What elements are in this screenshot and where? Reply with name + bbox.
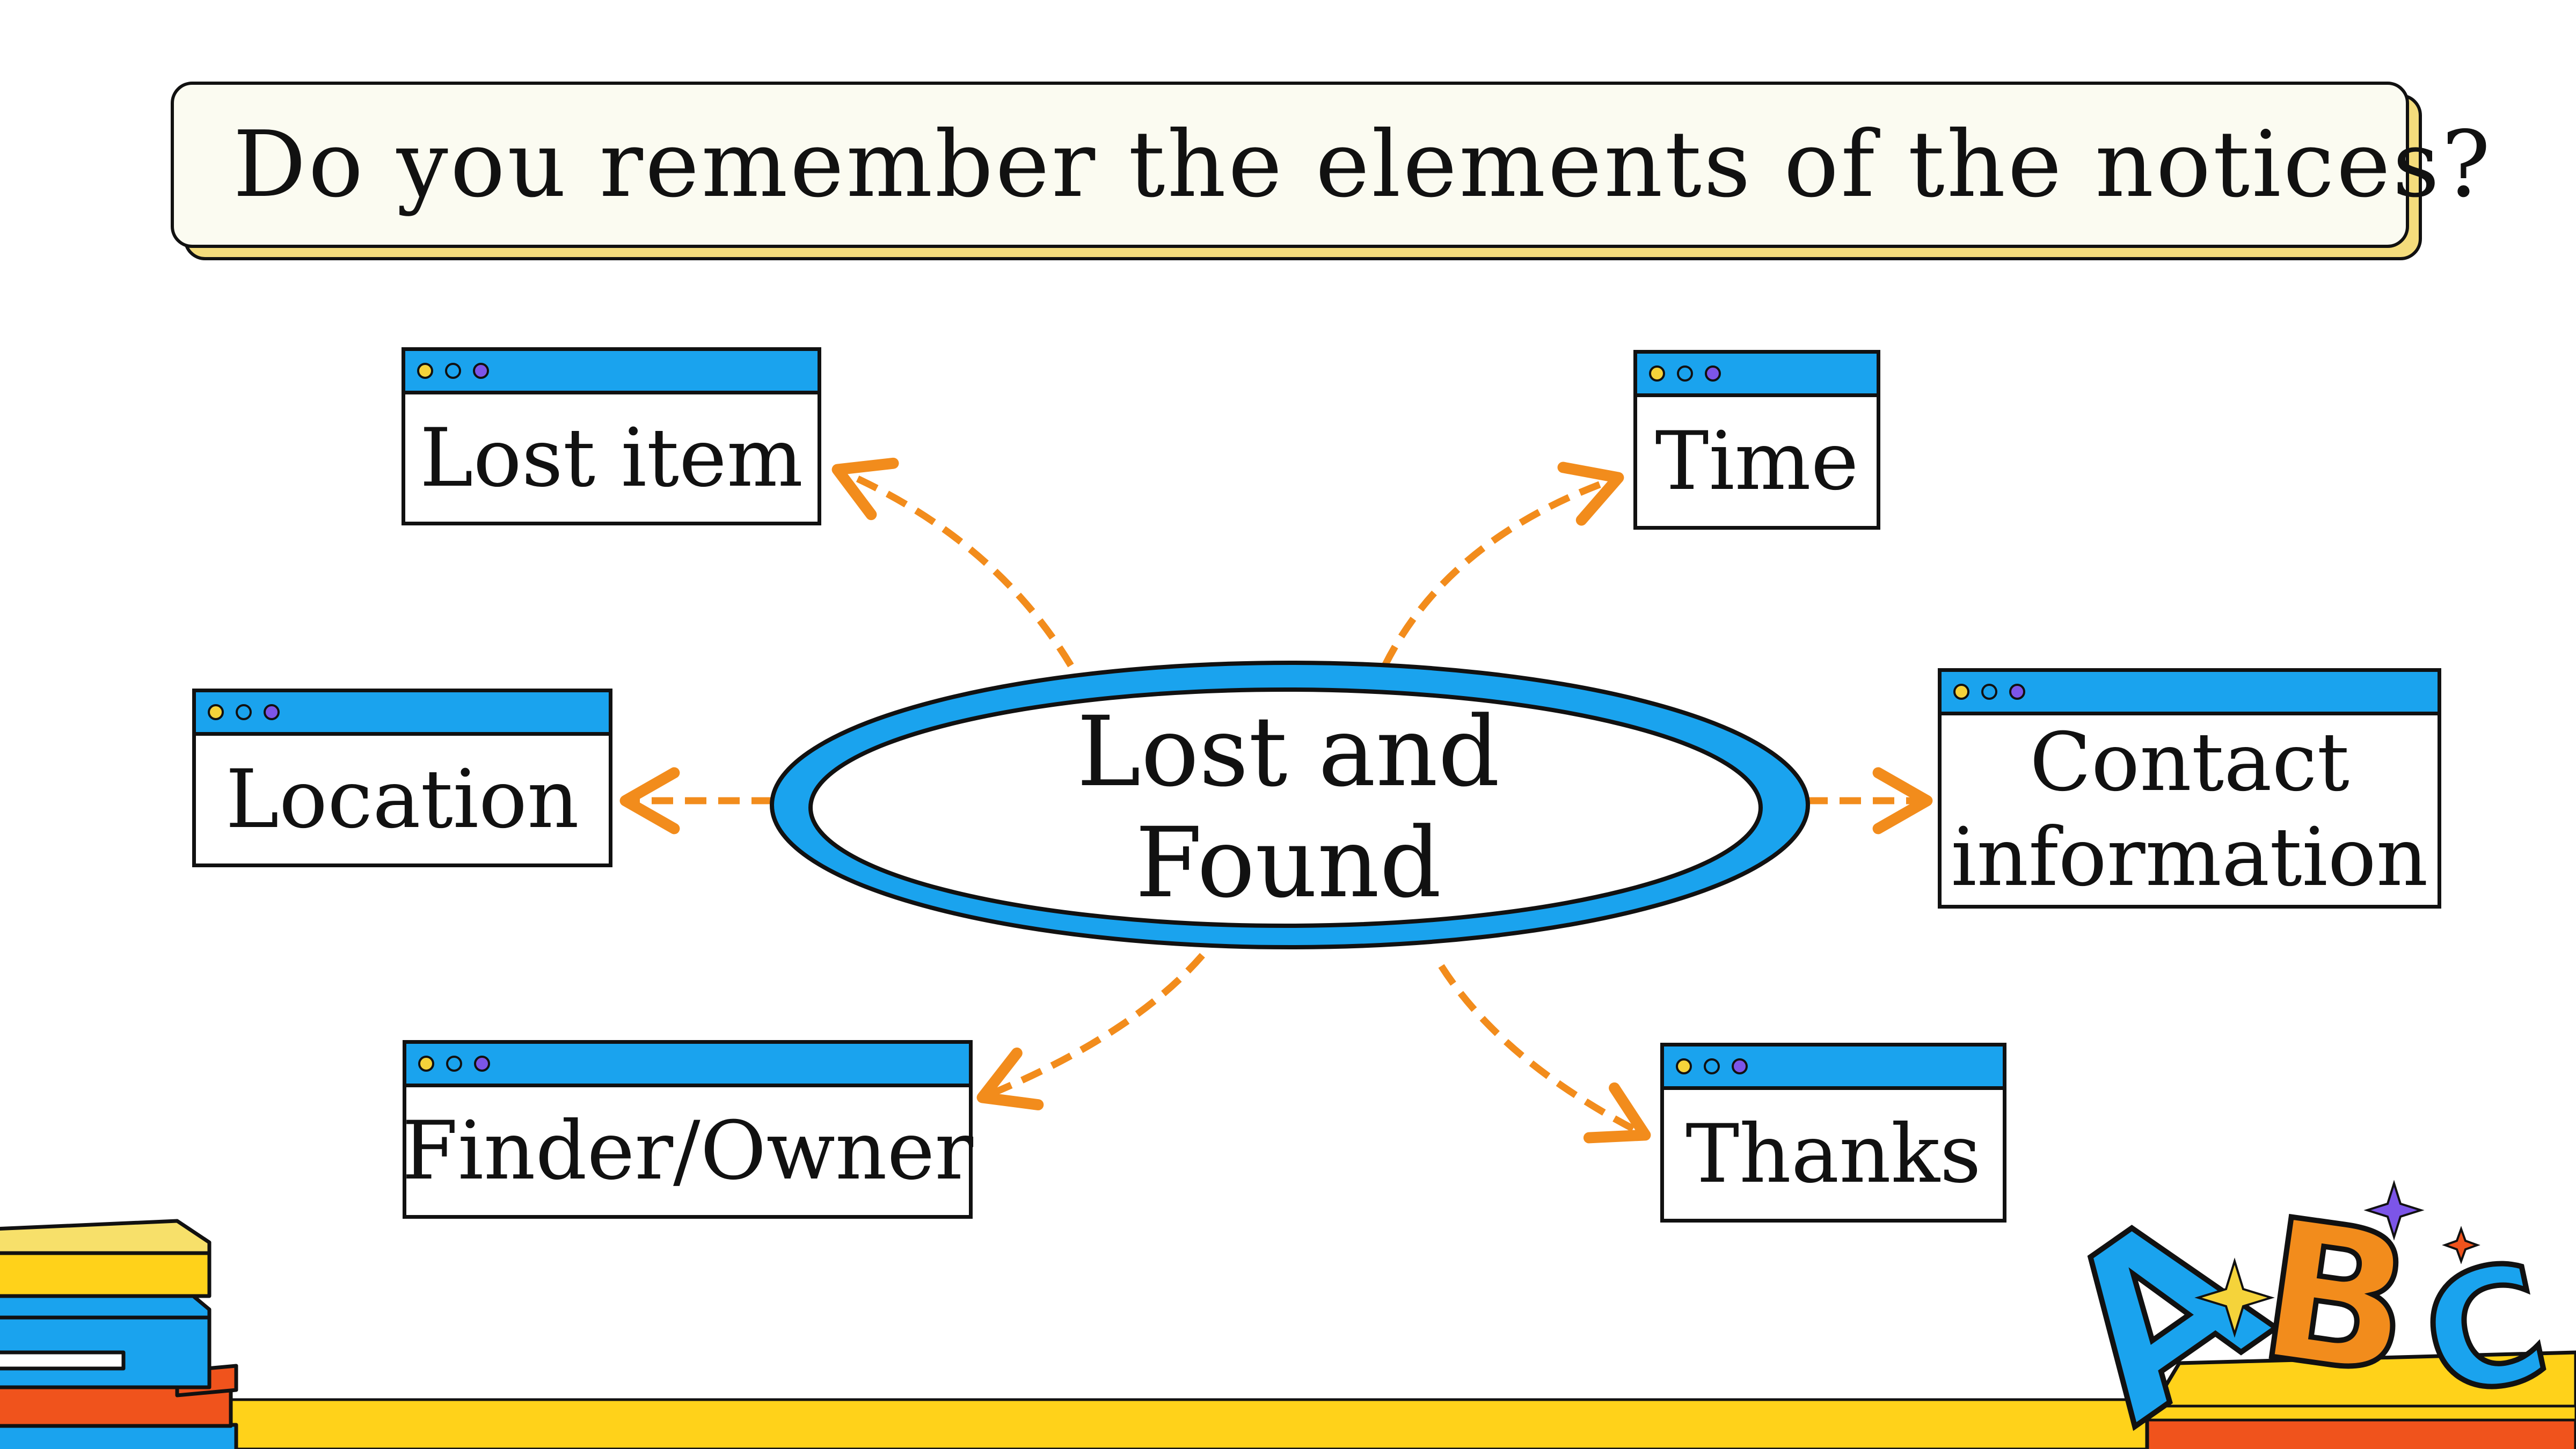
node-contact-information: Contact information — [1938, 668, 2441, 909]
window-dot-icon — [445, 363, 461, 379]
node-label: Finder/Owner — [402, 1104, 974, 1198]
arrow-to-thanks — [1438, 964, 1651, 1144]
window-title-bar — [1637, 354, 1877, 397]
book-stack-decoration — [0, 1219, 238, 1449]
window-dot-icon — [1705, 365, 1721, 382]
window-dot-icon — [2009, 684, 2025, 700]
window-title-bar — [405, 351, 818, 394]
node-label: Thanks — [1685, 1108, 1981, 1201]
node-label: Lost item — [419, 411, 804, 505]
node-label: Contact information — [1951, 716, 2428, 904]
window-dot-icon — [1953, 684, 1969, 700]
node-time: Time — [1633, 350, 1880, 530]
node-lost-item: Lost item — [402, 347, 821, 525]
node-thanks: Thanks — [1660, 1043, 2006, 1223]
window-dot-icon — [1649, 365, 1665, 382]
page-title: Do you remember the elements of the noti… — [233, 112, 2493, 218]
window-title-bar — [196, 692, 609, 736]
arrow-to-time — [1382, 462, 1624, 667]
window-dot-icon — [1704, 1058, 1720, 1074]
window-dot-icon — [1732, 1058, 1748, 1074]
title-banner: Do you remember the elements of the noti… — [171, 82, 2491, 248]
window-dot-icon — [1676, 1058, 1692, 1074]
window-dot-icon — [236, 704, 252, 720]
window-dot-icon — [446, 1056, 462, 1072]
window-dot-icon — [264, 704, 280, 720]
window-title-bar — [406, 1044, 969, 1087]
node-label: Time — [1655, 415, 1859, 508]
sparkle-decoration — [2194, 1180, 2480, 1338]
center-ellipse-inner — [808, 687, 1763, 928]
center-label: Lost and Found — [1076, 696, 1500, 919]
window-dot-icon — [1677, 365, 1693, 382]
window-dot-icon — [473, 363, 489, 379]
window-dot-icon — [1981, 684, 1997, 700]
abc-decoration — [2143, 1350, 2576, 1449]
node-finder-owner: Finder/Owner — [402, 1040, 974, 1219]
window-dot-icon — [474, 1056, 490, 1072]
window-title-bar — [1942, 672, 2438, 715]
window-dot-icon — [208, 704, 224, 720]
window-title-bar — [1664, 1046, 2003, 1090]
arrow-to-lost-item — [831, 457, 1074, 668]
window-dot-icon — [418, 1056, 434, 1072]
node-location: Location — [192, 689, 612, 867]
window-dot-icon — [417, 363, 433, 379]
arrow-to-finder-owner — [976, 953, 1205, 1110]
node-label: Location — [225, 753, 579, 846]
